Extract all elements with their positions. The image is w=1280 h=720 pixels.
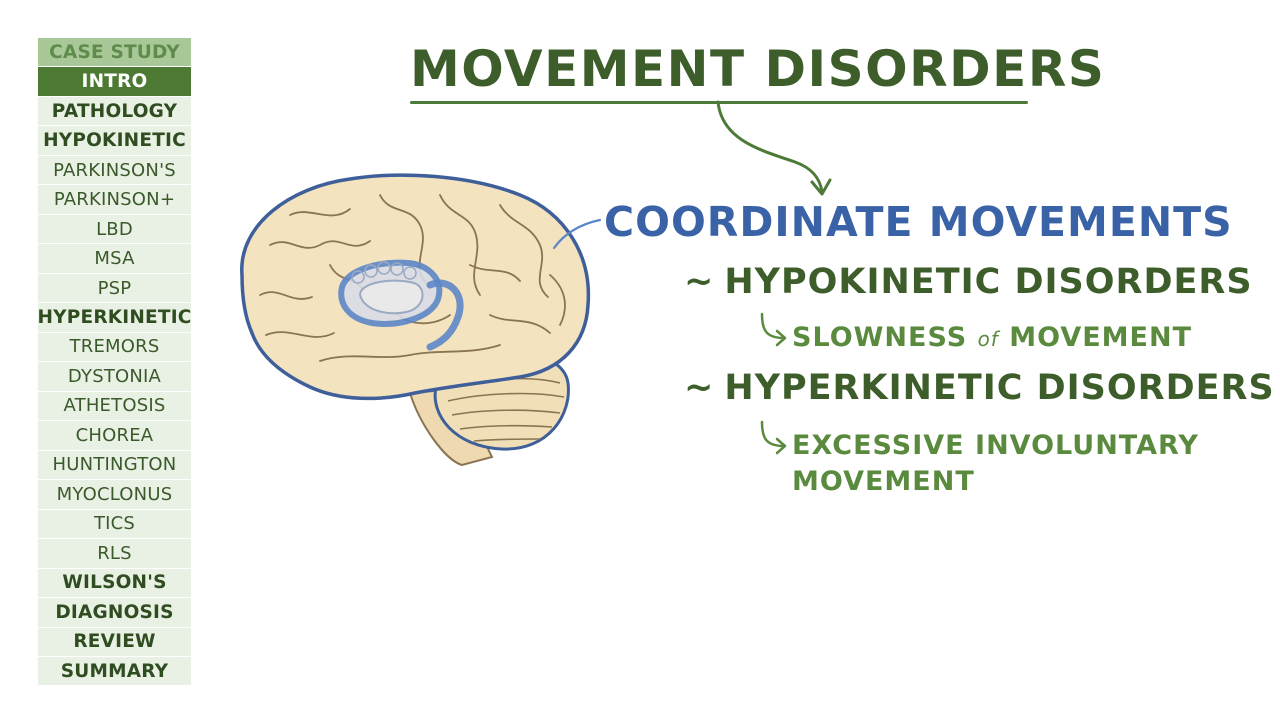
sidebar-item-tics[interactable]: TICS	[38, 509, 191, 539]
hook-arrow-icon	[760, 420, 787, 455]
sidebar-item-athetosis[interactable]: ATHETOSIS	[38, 391, 191, 421]
sidebar-item-summary[interactable]: SUMMARY	[38, 657, 191, 686]
sidebar-item-huntington[interactable]: HUNTINGTON	[38, 450, 191, 480]
hypokinetic-note-of: of	[977, 327, 999, 351]
sidebar-item-hypokinetic[interactable]: HYPOKINETIC	[38, 126, 191, 155]
coordinate-movements-heading: COORDINATE MOVEMENTS	[604, 198, 1233, 246]
hook-arrow-icon	[760, 312, 787, 347]
leader-line	[552, 218, 602, 250]
hypokinetic-disorders-line: ~HYPOKINETIC DISORDERS	[684, 262, 1253, 302]
hyperkinetic-note-line2: MOVEMENT	[792, 466, 975, 497]
brain-illustration	[240, 173, 591, 467]
hyperkinetic-disorders-line: ~HYPERKINETIC DISORDERS	[684, 368, 1275, 408]
sidebar-item-parkinson-s[interactable]: PARKINSON'S	[38, 155, 191, 185]
sidebar-item-case-study[interactable]: CASE STUDY	[38, 38, 191, 67]
sidebar-item-lbd[interactable]: LBD	[38, 214, 191, 244]
hyperkinetic-disorders-label: HYPERKINETIC DISORDERS	[724, 368, 1275, 408]
hypokinetic-note-post: MOVEMENT	[1009, 322, 1193, 353]
page-title: MOVEMENT DISORDERS	[410, 40, 1106, 98]
sidebar-item-msa[interactable]: MSA	[38, 244, 191, 273]
sidebar-item-myoclonus[interactable]: MYOCLONUS	[38, 480, 191, 509]
hyperkinetic-note: EXCESSIVE INVOLUNTARY MOVEMENT	[792, 428, 1199, 500]
curved-arrow-icon	[716, 100, 832, 196]
hypokinetic-note: SLOWNESS of MOVEMENT	[792, 320, 1192, 357]
tilde-marker: ~	[684, 368, 715, 408]
sidebar-item-parkinson[interactable]: PARKINSON+	[38, 185, 191, 214]
sidebar-item-wilson-s[interactable]: WILSON'S	[38, 568, 191, 598]
sidebar-item-dystonia[interactable]: DYSTONIA	[38, 362, 191, 391]
sidebar-item-pathology[interactable]: PATHOLOGY	[38, 96, 191, 126]
sidebar-item-psp[interactable]: PSP	[38, 273, 191, 303]
sidebar-item-hyperkinetic[interactable]: HYPERKINETIC	[37, 303, 191, 332]
sidebar-item-intro[interactable]: INTRO	[38, 67, 191, 96]
hypokinetic-note-pre: SLOWNESS	[792, 322, 968, 353]
sidebar-item-rls[interactable]: RLS	[38, 539, 191, 568]
sidebar-item-chorea[interactable]: CHOREA	[38, 421, 191, 450]
hyperkinetic-note-line1: EXCESSIVE INVOLUNTARY	[792, 430, 1199, 461]
sidebar-item-tremors[interactable]: TREMORS	[38, 332, 191, 362]
sidebar-item-diagnosis[interactable]: DIAGNOSIS	[38, 598, 191, 627]
tilde-marker: ~	[684, 262, 715, 302]
sidebar-item-review[interactable]: REVIEW	[38, 627, 191, 656]
hypokinetic-disorders-label: HYPOKINETIC DISORDERS	[724, 262, 1253, 302]
